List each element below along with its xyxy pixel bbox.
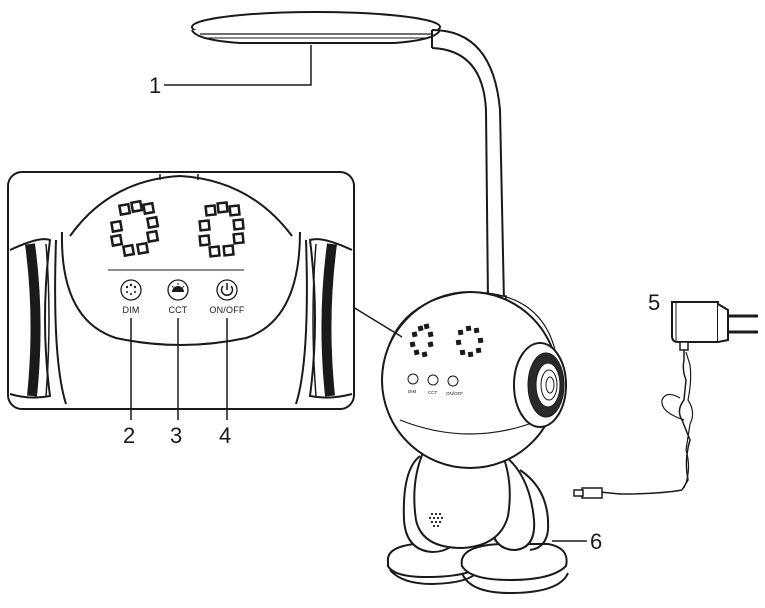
zoom-inset: DIM CCT ON/OFF <box>7 171 355 420</box>
callout-1: 1 <box>149 45 312 98</box>
cct-icon <box>171 283 185 292</box>
callout-2: 2 <box>123 423 135 448</box>
onoff-button[interactable]: ON/OFF <box>209 279 245 315</box>
display-right-digit-icon <box>198 201 245 258</box>
zoom-connector <box>352 306 403 338</box>
power-icon <box>220 283 234 297</box>
lamp-head <box>191 11 441 44</box>
callout-1-label: 1 <box>149 73 161 98</box>
callout-5: 5 <box>648 290 660 315</box>
callout-6: 6 <box>552 529 602 554</box>
power-adapter <box>573 301 758 499</box>
mini-buttons: DIM CCT ON/OFF <box>407 373 463 396</box>
callout-2-label: 2 <box>123 423 135 448</box>
cct-label: CCT <box>168 305 187 315</box>
ear-speaker-icon <box>513 342 567 428</box>
onoff-label: ON/OFF <box>209 305 244 315</box>
gooseneck-arm <box>431 29 507 307</box>
callout-4: 4 <box>219 423 231 448</box>
mini-display-icon <box>409 323 484 358</box>
robot-body <box>386 447 569 595</box>
speaker-grille-icon <box>428 512 444 528</box>
display-left-digit-icon <box>109 199 160 258</box>
callout-6-label: 6 <box>590 529 602 554</box>
callout-3-label: 3 <box>170 423 182 448</box>
mini-onoff-label: ON/OFF <box>446 391 463 396</box>
cct-button[interactable]: CCT <box>167 279 189 315</box>
mini-cct-label: CCT <box>428 390 437 395</box>
robot-head: DIM CCT ON/OFF <box>381 291 567 469</box>
callout-5-label: 5 <box>648 290 660 315</box>
mini-dim-label: DIM <box>408 389 417 394</box>
dim-label: DIM <box>122 305 139 315</box>
dim-button[interactable]: DIM <box>120 279 142 315</box>
callout-3: 3 <box>170 423 182 448</box>
dim-icon <box>125 283 137 295</box>
callout-4-label: 4 <box>219 423 231 448</box>
